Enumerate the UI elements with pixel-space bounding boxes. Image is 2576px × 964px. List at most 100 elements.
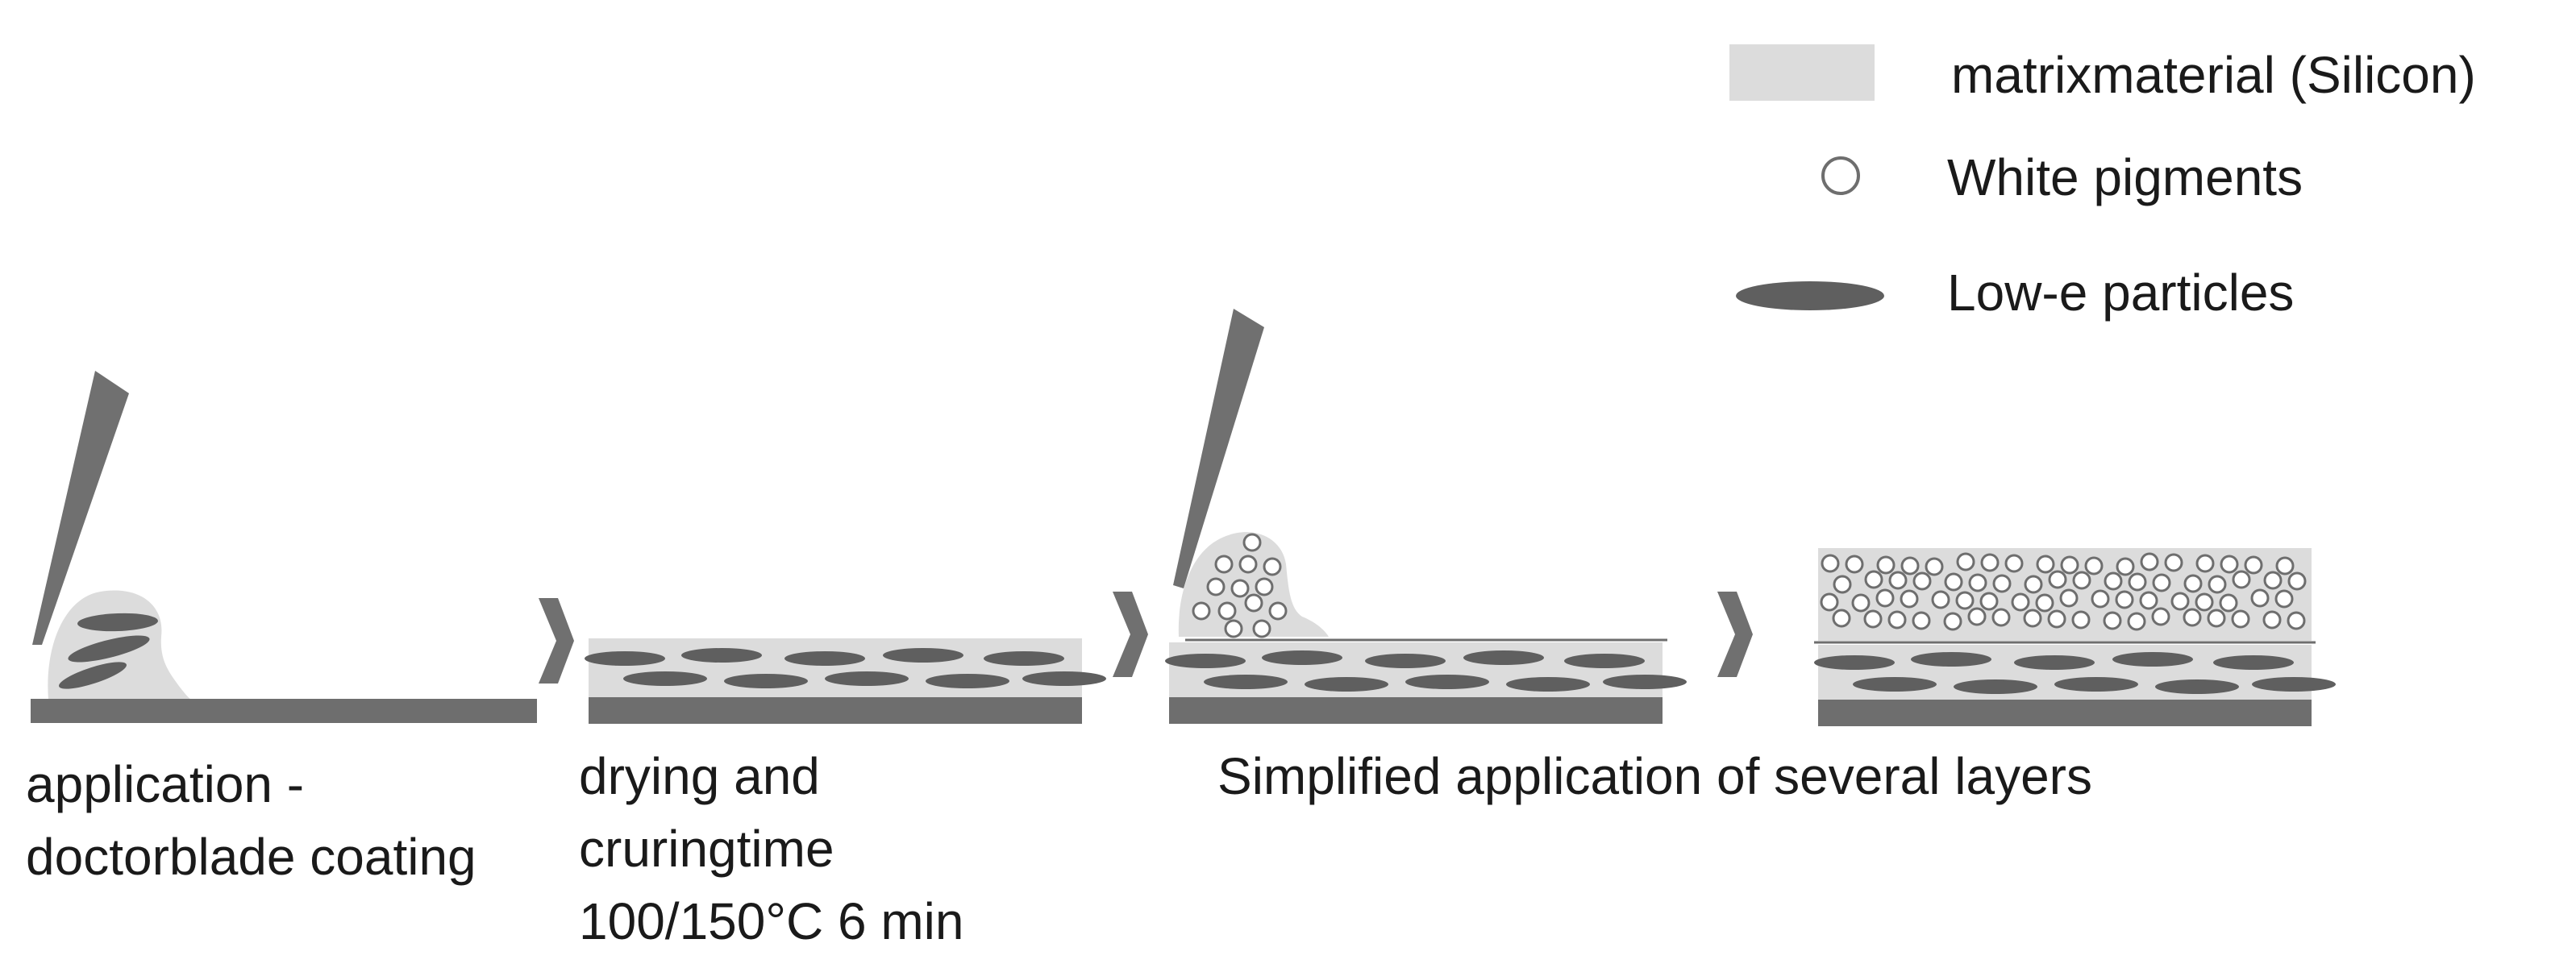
low-e-particle (784, 651, 865, 666)
white-pigment (2164, 553, 2183, 572)
low-e-particle (1911, 652, 1991, 667)
white-pigment (2011, 592, 2030, 612)
white-pigment (1820, 592, 1839, 612)
white-pigment (2151, 607, 2170, 626)
low-e-particle (1853, 677, 1937, 692)
white-pigment (1888, 571, 1908, 590)
low-e-particle (2014, 655, 2095, 670)
white-pigment (1242, 533, 1262, 552)
label-several-layers: Simplified application of several layers (1217, 747, 2092, 805)
white-pigment (1980, 553, 2000, 572)
white-pigment (2208, 575, 2227, 594)
white-pigment (1931, 590, 1950, 609)
process-arrow-1 (539, 598, 574, 684)
low-e-particle (2213, 655, 2294, 670)
low-e-particle (1165, 654, 1246, 668)
white-pigment (2195, 554, 2215, 573)
low-e-particle (1564, 654, 1645, 668)
white-pigment (2287, 571, 2307, 591)
white-pigment (1268, 601, 1288, 621)
white-pigment (1887, 610, 1907, 630)
stage-multilayer-result (1814, 548, 2336, 726)
white-pigment (1821, 554, 1840, 573)
white-pigment (1230, 579, 1250, 598)
white-pigment (2170, 592, 2190, 611)
white-pigment (1224, 619, 1243, 638)
white-pigment (2004, 554, 2024, 573)
white-pigment (2060, 555, 2079, 575)
white-pigment (1206, 577, 1226, 596)
blob-pigments (1192, 533, 1288, 638)
white-pigment (2220, 555, 2239, 574)
white-pigment (2115, 590, 2134, 609)
low-e-particle (1506, 677, 1590, 692)
white-pigment (2116, 557, 2135, 576)
white-pigments-4 (1820, 552, 2307, 631)
low-e-particle (825, 671, 909, 686)
white-pigment (2023, 609, 2042, 628)
doctor-blade-2 (1173, 309, 1264, 588)
white-pigment (1955, 591, 1975, 610)
white-pigment (2128, 572, 2147, 592)
white-pigment (1832, 609, 1851, 628)
low-e-particles-2 (585, 648, 1106, 688)
blob-particle (59, 662, 127, 689)
legend-matrix-label: matrixmaterial (Silicon) (1951, 46, 2476, 104)
low-e-particle (1954, 679, 2037, 694)
white-pigment (1238, 555, 1258, 574)
low-e-particle (1305, 677, 1388, 692)
white-pigment (2035, 593, 2054, 613)
white-pigment (1217, 601, 1237, 621)
white-pigment (2263, 571, 2283, 590)
white-pigment (2183, 574, 2203, 593)
low-e-particle (1463, 650, 1544, 665)
white-pigment (2232, 570, 2251, 589)
white-pigment (2104, 571, 2123, 591)
low-e-particle (1814, 655, 1895, 670)
process-arrow-3 (1717, 592, 1753, 677)
white-pigment (1876, 555, 1896, 575)
white-pigment (1992, 574, 2012, 593)
doctor-blade-1 (32, 371, 129, 645)
white-pigment (2036, 555, 2055, 574)
white-pigment (2127, 612, 2146, 631)
low-e-particle (1204, 675, 1288, 689)
substrate-4 (1818, 700, 2312, 726)
white-pigment (1912, 571, 1932, 591)
white-pigment (1944, 572, 1963, 592)
substrate-3 (1169, 697, 1663, 724)
white-pigment (2103, 611, 2122, 630)
label-drying-line2: cruringtime (579, 820, 834, 878)
low-e-particles-4 (1814, 652, 2336, 694)
legend-pigments-label: White pigments (1947, 148, 2303, 206)
label-application-line1: application - (26, 755, 304, 813)
low-e-particle (2054, 677, 2138, 692)
white-pigment (1968, 573, 1987, 592)
stage-second-layer-application (1165, 309, 1687, 724)
legend-matrix-swatch (1729, 44, 1875, 101)
white-pigment (2195, 592, 2214, 612)
legend-pigment-icon (1821, 156, 1860, 195)
low-e-particle (623, 671, 707, 686)
white-pigment (2140, 552, 2159, 571)
low-e-particle (585, 651, 665, 666)
white-pigment (1263, 557, 1282, 576)
low-e-particle (2155, 679, 2239, 694)
label-drying-line3: 100/150°C 6 min (579, 892, 963, 950)
white-pigment (2084, 556, 2104, 575)
process-arrow-2 (1113, 592, 1148, 677)
low-e-particle (1022, 671, 1106, 686)
white-pigment (2244, 555, 2263, 575)
white-pigment (1875, 588, 1895, 608)
white-pigment (2275, 556, 2295, 575)
coating-blob-2 (1178, 532, 1329, 637)
matrix-layer-2 (589, 638, 1082, 697)
white-pigment (2139, 591, 2158, 610)
stage-application (31, 371, 537, 723)
white-pigment (1833, 575, 1852, 594)
white-pigment (2091, 589, 2110, 609)
label-application-line2: doctorblade coating (26, 828, 476, 886)
white-pigment (1214, 555, 1234, 574)
low-e-particle (2112, 652, 2193, 667)
